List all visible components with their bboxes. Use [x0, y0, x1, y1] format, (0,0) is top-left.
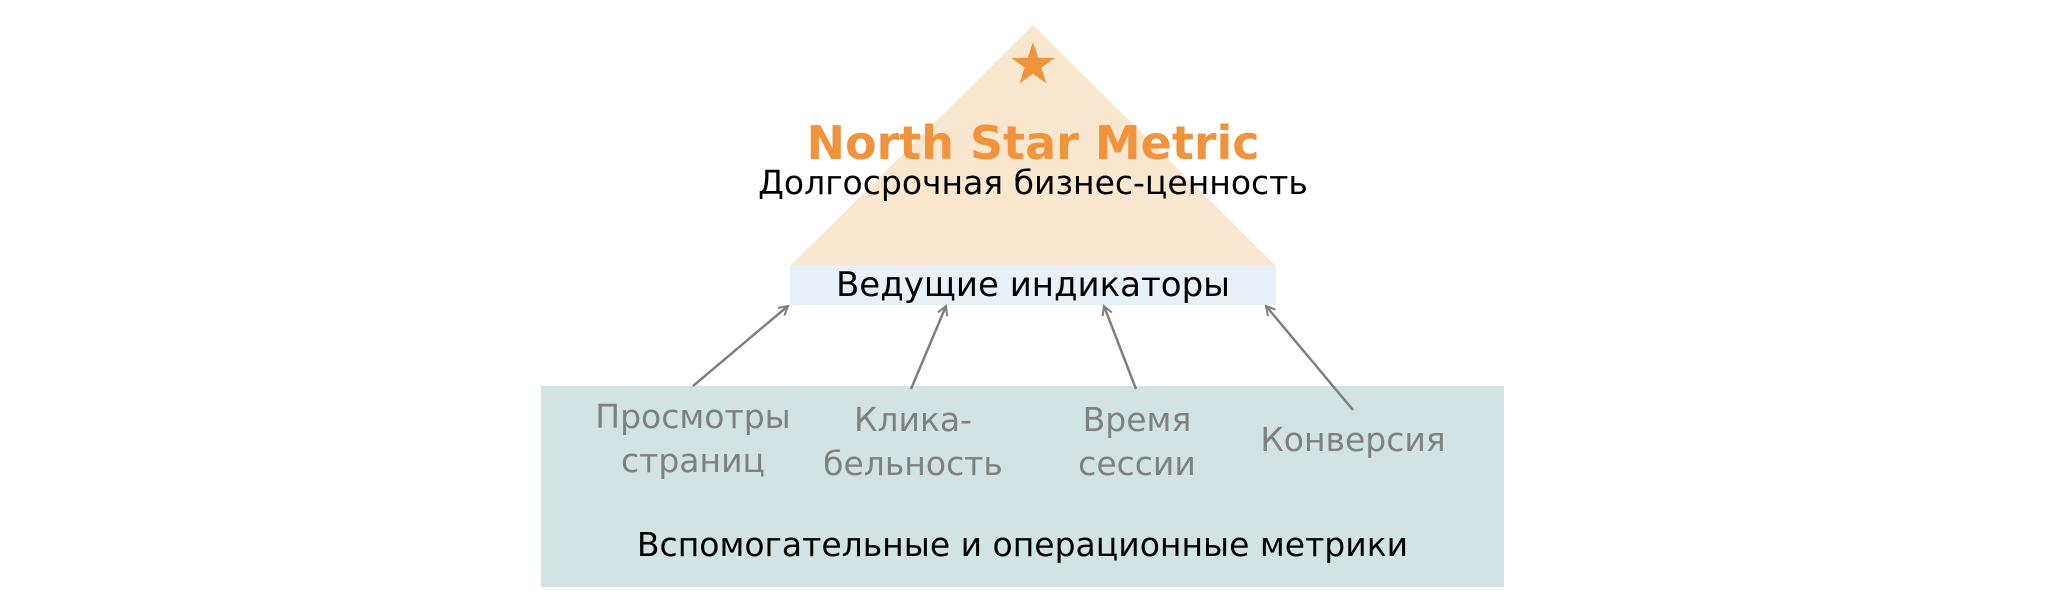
north-star-subtitle: Долгосрочная бизнес-ценность: [758, 163, 1308, 202]
metric-conversion: Конверсия: [1240, 418, 1466, 462]
metric-line: Конверсия: [1260, 420, 1446, 459]
supporting-metrics-label: Вспомогательные и операционные метрики: [636, 525, 1409, 564]
metric-page-views: Просмотры страниц: [580, 395, 806, 483]
metric-line: Время: [1082, 400, 1192, 439]
metric-ctr: Клика- бельность: [800, 398, 1026, 486]
star-icon: [1011, 42, 1055, 84]
north-star-title: North Star Metric: [806, 116, 1260, 170]
leading-indicators-label: Ведущие индикаторы: [835, 265, 1231, 305]
metric-line: Клика-: [853, 400, 973, 439]
arrow-page-views: [692, 306, 788, 387]
arrow-conversion: [1266, 306, 1354, 411]
metric-line: Просмотры: [595, 397, 791, 436]
supporting-metrics-box: [541, 386, 1504, 587]
leading-indicators-bar: [790, 266, 1276, 305]
arrow-ctr: [909, 306, 946, 390]
north-star-pyramid: [790, 25, 1276, 266]
metric-session-time: Время сессии: [1024, 398, 1250, 486]
metric-line: страниц: [620, 441, 766, 480]
metric-line: бельность: [823, 444, 1003, 483]
arrow-session-time: [1104, 306, 1138, 390]
metric-line: сессии: [1078, 444, 1196, 483]
